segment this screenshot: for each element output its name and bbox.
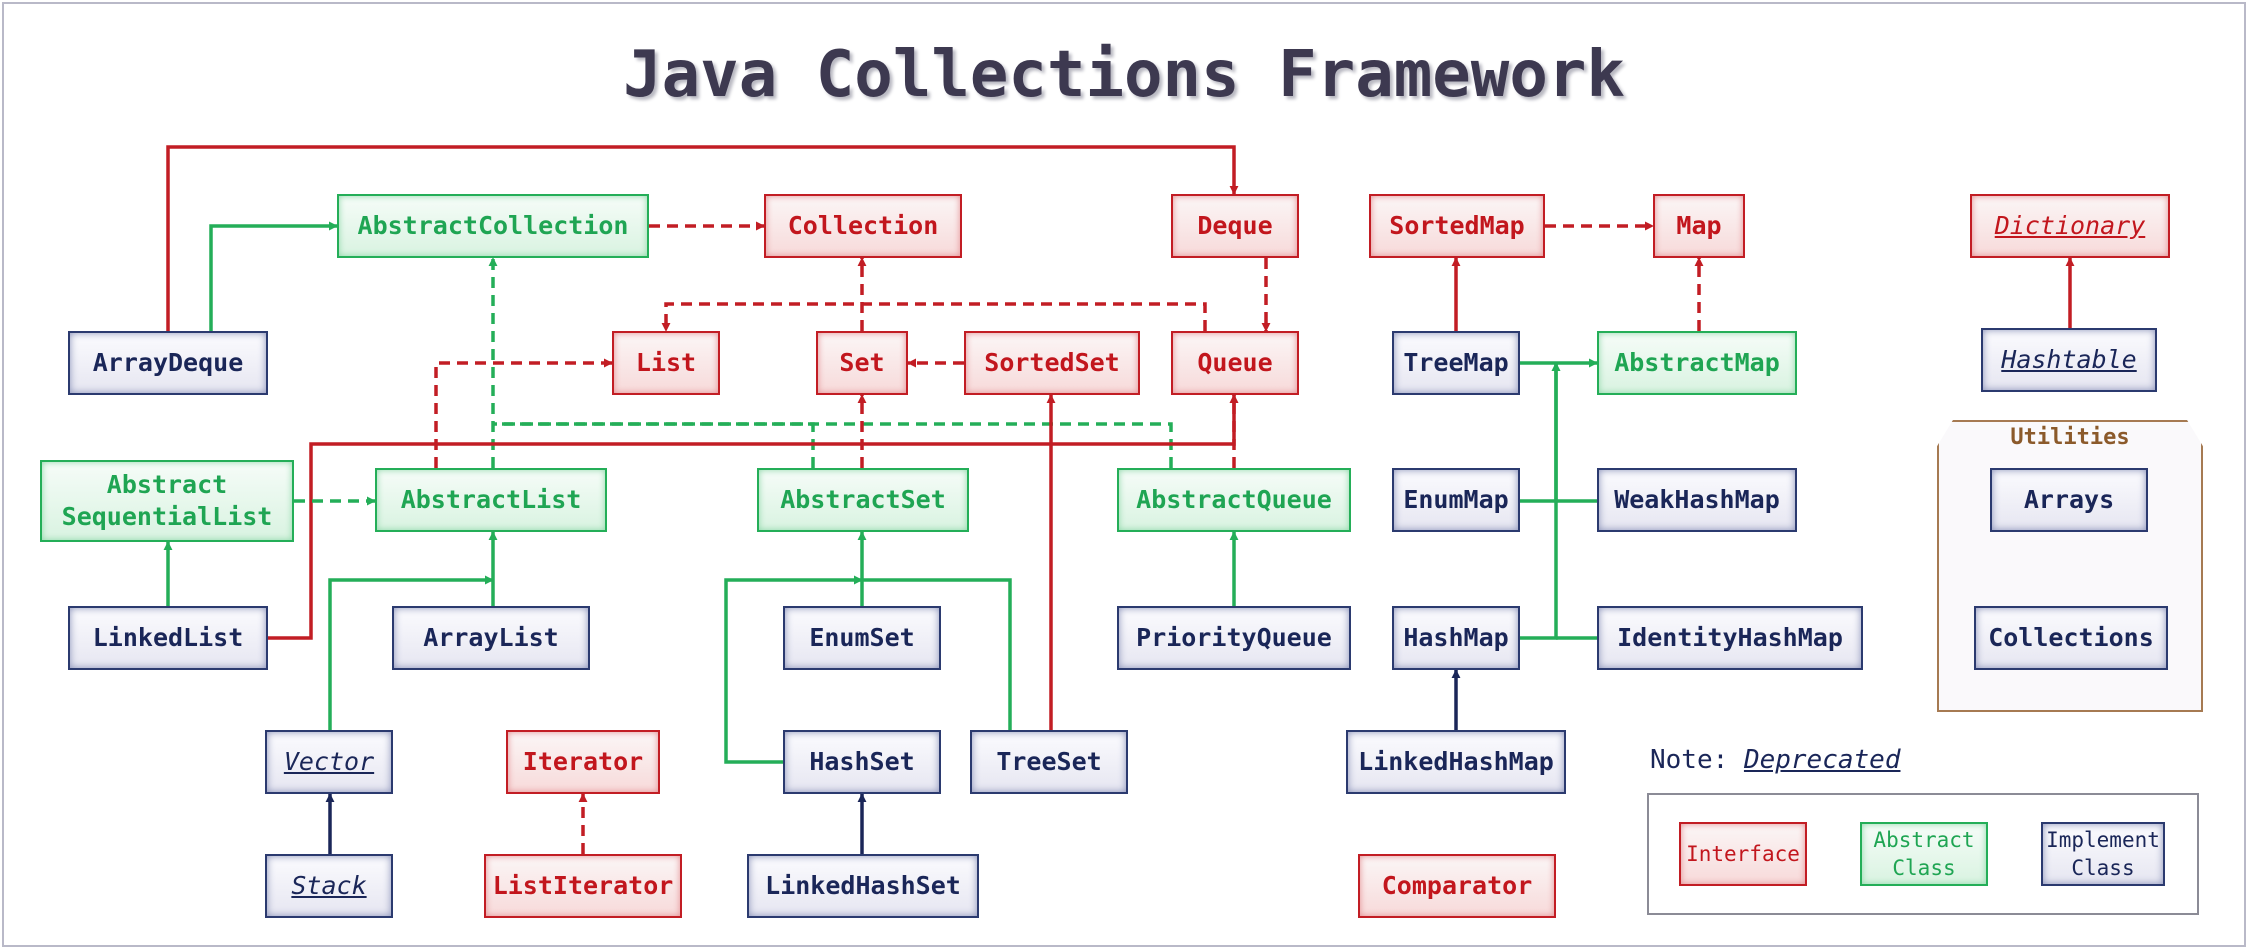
edge-queue-to-list [661,302,1207,332]
node-list[interactable]: List [612,331,720,395]
node-abstract-queue[interactable]: AbstractQueue [1117,468,1351,532]
node-collections[interactable]: Collections [1974,606,2168,670]
node-linked-hash-map[interactable]: LinkedHashMap [1346,730,1566,794]
edge-vector-to-abstractlist [328,575,494,730]
node-iterator[interactable]: Iterator [506,730,660,794]
deprecated-note: Note: Deprecated [1650,745,1900,775]
node-set[interactable]: Set [816,331,908,395]
edge-hashset-to-abstractset [724,575,863,764]
utilities-title: Utilities [2010,425,2130,450]
node-array-deque[interactable]: ArrayDeque [68,331,268,395]
node-abstract-set[interactable]: AbstractSet [757,468,969,532]
legend-abstract-class: Abstract Class [1860,822,1988,886]
node-abstract-sequential-list[interactable]: Abstract SequentialList [40,460,294,542]
edge-arraydeque-to-deque [166,145,1239,331]
node-enum-map[interactable]: EnumMap [1392,468,1520,532]
edge-abstractqueue-to-abstractcollection [493,422,1173,468]
node-weak-hash-map[interactable]: WeakHashMap [1597,468,1797,532]
node-abstract-list[interactable]: AbstractList [375,468,607,532]
edge-abstractlist-to-list [434,358,613,468]
node-map[interactable]: Map [1653,194,1745,258]
node-comparator[interactable]: Comparator [1358,854,1556,918]
node-tree-map[interactable]: TreeMap [1392,331,1520,395]
node-array-list[interactable]: ArrayList [392,606,590,670]
edge-abstractset-to-abstractcollection [493,422,815,468]
node-priority-queue[interactable]: PriorityQueue [1117,606,1351,670]
edge-treeset-to-abstractset [862,578,1012,730]
node-identity-hash-map[interactable]: IdentityHashMap [1597,606,1863,670]
node-dictionary[interactable]: Dictionary [1970,194,2170,258]
node-abstract-collection[interactable]: AbstractCollection [337,194,649,258]
node-linked-list[interactable]: LinkedList [68,606,268,670]
node-deque[interactable]: Deque [1171,194,1299,258]
node-vector[interactable]: Vector [265,730,393,794]
node-arrays[interactable]: Arrays [1990,468,2148,532]
node-collection[interactable]: Collection [764,194,962,258]
node-sorted-map[interactable]: SortedMap [1369,194,1545,258]
diagram-title: Java Collections Framework [623,38,1625,112]
node-tree-set[interactable]: TreeSet [970,730,1128,794]
node-sorted-set[interactable]: SortedSet [964,331,1140,395]
node-hash-map[interactable]: HashMap [1392,606,1520,670]
legend-interface: Interface [1679,822,1807,886]
node-list-iterator[interactable]: ListIterator [484,854,682,918]
legend-implement-class: Implement Class [2041,822,2165,886]
node-linked-hash-set[interactable]: LinkedHashSet [747,854,979,918]
edge-linkedlist-to-queue [268,394,1239,640]
edge-arraydeque-to-abstractcollection [209,221,338,331]
node-hash-set[interactable]: HashSet [783,730,941,794]
note-deprecated: Deprecated [1743,745,1901,775]
edge-enummap-to-abstractmap [1520,362,1561,503]
node-stack[interactable]: Stack [265,854,393,918]
node-hashtable[interactable]: Hashtable [1981,328,2157,392]
note-prefix: Note: [1650,745,1729,775]
node-queue[interactable]: Queue [1171,331,1299,395]
node-abstract-map[interactable]: AbstractMap [1597,331,1797,395]
node-enum-set[interactable]: EnumSet [783,606,941,670]
